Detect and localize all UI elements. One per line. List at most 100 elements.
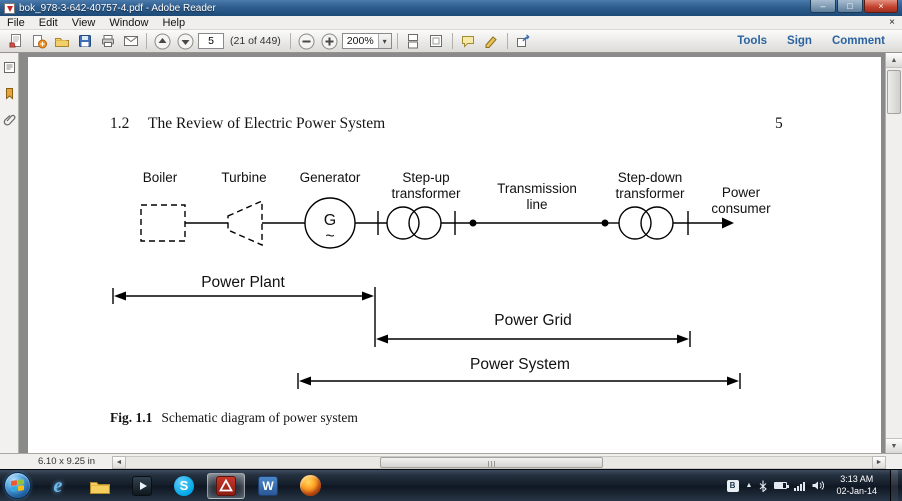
toolbar-panels: Tools Sign Comment [737, 35, 897, 47]
toolbar-separator [451, 33, 453, 49]
scroll-up-arrow[interactable]: ▲ [886, 53, 902, 68]
toolbar-separator [506, 33, 508, 49]
taskbar-adobe-reader-button[interactable] [207, 472, 245, 499]
titlebar[interactable]: bok_978-3-642-40757-4.pdf - Adobe Reader… [0, 0, 902, 16]
vertical-scroll-thumb[interactable] [887, 70, 901, 114]
zoom-in-icon[interactable] [319, 32, 340, 51]
maximize-button[interactable]: □ [837, 0, 863, 13]
page-size-label: 6.10 x 9.25 in [38, 456, 96, 467]
pdf-file-icon [4, 2, 15, 14]
highlight-pen-icon[interactable] [481, 32, 502, 51]
clock-time: 3:13 AM [840, 473, 874, 484]
battery-icon[interactable] [774, 482, 790, 489]
scroll-right-arrow[interactable]: ► [872, 455, 886, 469]
figure-caption: Fig. 1.1 Schematic diagram of power syst… [110, 410, 358, 426]
vertical-scrollbar[interactable]: ▲ ▼ [885, 53, 902, 453]
document-region: 1.2 The Review of Electric Power System … [0, 53, 902, 453]
menu-file[interactable]: File [7, 16, 25, 29]
stepdown-transformer-symbol [618, 206, 652, 240]
horizontal-scroll-thumb[interactable] [379, 456, 604, 468]
document-canvas[interactable]: 1.2 The Review of Electric Power System … [19, 53, 885, 453]
horizontal-scrollbar[interactable]: ◄ ► [112, 455, 886, 469]
power-consumer-label: Power [722, 185, 761, 200]
main-toolbar: (21 of 449) 200% ▾ Tools [0, 30, 902, 53]
volume-icon[interactable] [812, 480, 825, 491]
page-thumbnails-icon[interactable] [3, 61, 16, 74]
previous-page-icon[interactable] [152, 32, 173, 51]
menu-view[interactable]: View [71, 16, 96, 29]
figure-caption-label: Fig. 1.1 [110, 410, 153, 425]
taskbar-media-player-button[interactable] [123, 473, 161, 499]
folder-icon [89, 477, 111, 495]
page-number-input[interactable] [198, 33, 224, 49]
save-icon[interactable] [74, 32, 95, 51]
open-folder-icon[interactable] [51, 32, 72, 51]
zoom-level-select[interactable]: 200% ▾ [341, 33, 392, 49]
toolbar-separator [146, 33, 147, 49]
window-title: bok_978-3-642-40757-4.pdf - Adobe Reader [19, 2, 216, 14]
menu-help[interactable]: Help [162, 16, 186, 29]
status-bar: 6.10 x 9.25 in ◄ ► [0, 453, 902, 469]
menu-window[interactable]: Window [109, 16, 149, 29]
menu-edit[interactable]: Edit [38, 16, 58, 29]
fit-page-icon[interactable] [426, 32, 447, 51]
power-grid-span-label: Power Grid [494, 312, 572, 329]
hidden-icons-button[interactable]: ▲ [745, 482, 753, 489]
power-plant-span-label: Power Plant [201, 274, 285, 291]
taskbar-explorer-button[interactable] [81, 473, 119, 499]
comment-bubble-icon[interactable] [458, 32, 479, 51]
minimize-button[interactable]: – [810, 0, 836, 13]
stepup-transformer-symbol [386, 206, 420, 240]
scroll-down-arrow[interactable]: ▼ [886, 438, 902, 453]
taskbar-clock[interactable]: 3:13 AM 02-Jan-14 [836, 474, 877, 497]
comment-button[interactable]: Comment [831, 35, 885, 47]
stepup-transformer-label: transformer [391, 186, 461, 201]
generator-label: Generator [300, 170, 361, 185]
section-number: 1.2 [110, 115, 130, 132]
window-controls: – □ × [809, 0, 898, 13]
bluetooth-icon[interactable] [759, 480, 768, 492]
email-icon[interactable] [120, 32, 141, 51]
windows-logo-icon [10, 478, 25, 493]
toolbar-separator [289, 33, 291, 49]
tray-app-icon[interactable]: B [726, 479, 739, 492]
share-icon[interactable] [513, 32, 534, 51]
zoom-dropdown-icon[interactable]: ▾ [377, 34, 391, 48]
print-icon[interactable] [97, 32, 118, 51]
start-button[interactable] [4, 472, 31, 499]
scroll-left-arrow[interactable]: ◄ [112, 455, 126, 469]
attachments-icon[interactable] [3, 113, 16, 126]
power-system-span-label: Power System [470, 356, 570, 373]
turbine-label: Turbine [221, 170, 266, 185]
menubar: File Edit View Window Help × [0, 16, 902, 30]
media-player-icon [132, 475, 152, 496]
bookmarks-icon[interactable] [3, 87, 16, 100]
open-icon[interactable] [5, 32, 26, 51]
show-desktop-button[interactable] [890, 470, 898, 501]
taskbar-skype-button[interactable]: S [165, 473, 203, 499]
document-close-icon[interactable]: × [889, 17, 895, 28]
sign-button[interactable]: Sign [787, 35, 812, 47]
taskbar-word-button[interactable]: W [249, 473, 287, 499]
pdf-page: 1.2 The Review of Electric Power System … [28, 57, 881, 453]
boiler-label: Boiler [143, 170, 178, 185]
generator-tilde: ~ [325, 228, 334, 245]
system-tray: B ▲ 3:13 AM 02-Jan-14 [726, 470, 902, 501]
horizontal-scroll-track[interactable] [126, 455, 872, 469]
taskbar-firefox-button[interactable] [291, 473, 329, 499]
generator-letter: G [324, 212, 336, 229]
bus-node [601, 219, 609, 227]
close-button[interactable]: × [864, 0, 898, 13]
internet-explorer-icon: e [53, 474, 63, 497]
power-consumer-label: consumer [711, 201, 771, 216]
network-icon[interactable] [794, 481, 806, 491]
taskbar-internet-explorer-button[interactable]: e [39, 473, 77, 499]
create-pdf-icon[interactable] [28, 32, 49, 51]
windows-taskbar: e S W B ▲ [0, 469, 902, 501]
next-page-icon[interactable] [175, 32, 196, 51]
scroll-mode-icon[interactable] [403, 32, 424, 51]
bus-node [469, 219, 477, 227]
tools-button[interactable]: Tools [737, 35, 768, 47]
zoom-out-icon[interactable] [296, 32, 317, 51]
